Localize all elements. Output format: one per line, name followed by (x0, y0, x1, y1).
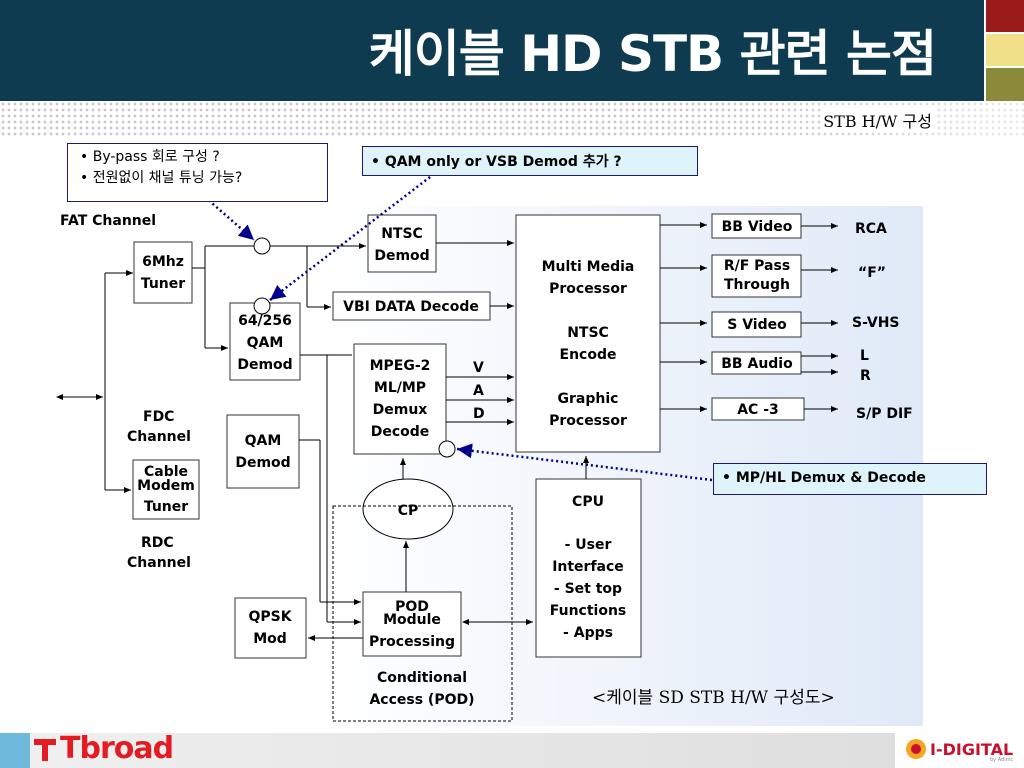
fdc-channel-label: FDC (143, 409, 174, 425)
title-bar (0, 0, 984, 101)
svg-text:BB Video: BB Video (722, 219, 793, 235)
svg-text:64/256: 64/256 (238, 313, 292, 329)
rca-port-label: RCA (855, 221, 887, 237)
svg-text:Processor: Processor (549, 413, 627, 429)
bb-audio-box (711, 351, 802, 375)
svg-text:Interface: Interface (552, 559, 624, 575)
diagram-caption: <케이블 SD STB H/W 구성도> (592, 688, 835, 708)
rf-pass-through-box (711, 254, 802, 298)
svg-text:Module: Module (383, 612, 441, 628)
svg-text:Through: Through (724, 277, 790, 293)
qam-demod-64-256-box (229, 302, 301, 381)
svg-text:Processing: Processing (369, 634, 455, 650)
r-port-label: R (860, 368, 871, 384)
tbroad-logo: Tbroad (60, 731, 174, 766)
tuner-6mhz-box (133, 241, 193, 304)
svg-text:NTSC: NTSC (567, 325, 609, 341)
idigital-mark-icon (906, 739, 926, 759)
svg-text:Demux: Demux (373, 402, 428, 418)
svg-text:Access (POD): Access (POD) (369, 692, 474, 708)
svg-text:VBI DATA Decode: VBI DATA Decode (343, 299, 479, 315)
bypass-note: • By-pass 회로 구성 ? • 전원없이 채널 튜닝 가능? (67, 143, 328, 202)
pod-module-box (362, 591, 462, 657)
svg-text:CP: CP (398, 503, 419, 519)
bb-video-box (711, 213, 802, 239)
fat-channel-label: FAT Channel (60, 213, 156, 229)
ntsc-demod-box (367, 214, 437, 273)
svg-text:BB Audio: BB Audio (721, 356, 793, 372)
spdif-port-label: S/P DIF (856, 406, 913, 422)
svg-text:Graphic: Graphic (558, 391, 619, 407)
conditional-access-area (332, 505, 513, 722)
footer-stripe (0, 733, 30, 768)
svg-text:Demod: Demod (374, 248, 429, 264)
svg-text:AC -3: AC -3 (737, 402, 779, 418)
mpeg2-decode-box (353, 343, 447, 455)
svg-text:Demod: Demod (235, 455, 290, 471)
svg-text:QPSK: QPSK (248, 609, 292, 625)
page-title: 케이블 HD STB 관련 논점 (368, 25, 937, 83)
svg-text:MPEG-2: MPEG-2 (370, 358, 431, 374)
svg-text:- Set top: - Set top (554, 581, 622, 597)
s-video-box (711, 311, 802, 338)
svg-text:R/F Pass: R/F Pass (724, 258, 790, 274)
svg-text:- User: - User (565, 537, 612, 553)
bypass-junction (253, 237, 271, 255)
tbroad-mark-icon (34, 739, 56, 761)
svg-text:NTSC: NTSC (381, 226, 423, 242)
idigital-logo-sub: by Adimc (990, 757, 1014, 763)
svg-text:Tuner: Tuner (144, 499, 188, 515)
svg-text:D: D (473, 406, 485, 422)
multimedia-processor-box (515, 214, 661, 453)
qam-pointer (269, 176, 431, 301)
svg-text:QAM: QAM (245, 433, 282, 449)
qam-demod-box (226, 414, 300, 489)
cable-modem-tuner-box (132, 459, 200, 520)
svg-text:Functions: Functions (550, 603, 627, 619)
mphl-pointer (456, 443, 713, 482)
svg-text:- Apps: - Apps (563, 625, 613, 641)
bypass-pointer (204, 196, 255, 241)
svg-text:Demod: Demod (237, 357, 292, 373)
f-port-label: “F” (858, 265, 886, 281)
footer-bar (0, 733, 1024, 768)
svg-text:QAM: QAM (247, 335, 284, 351)
svhs-port-label: S-VHS (852, 315, 900, 331)
cp-ellipse (362, 478, 454, 540)
svg-text:Channel: Channel (127, 555, 191, 571)
svg-text:A: A (473, 383, 484, 399)
qpsk-mod-box (234, 597, 307, 659)
accent-square-red (986, 0, 1024, 32)
svg-text:Channel: Channel (127, 429, 191, 445)
mphl-note: • MP/HL Demux & Decode (713, 463, 987, 495)
svg-text:6Mhz: 6Mhz (142, 254, 184, 270)
svg-text:Mod: Mod (253, 631, 287, 647)
qam-note: • QAM only or VSB Demod 추가 ? (362, 146, 698, 176)
svg-text:Cable: Cable (144, 464, 188, 480)
mpeg-junction (438, 440, 456, 458)
l-port-label: L (860, 348, 869, 364)
svg-text:Decode: Decode (371, 424, 430, 440)
rdc-channel-label: RDC (141, 535, 174, 551)
svg-text:CPU: CPU (572, 494, 604, 510)
svg-text:ML/MP: ML/MP (374, 380, 426, 396)
svg-text:Tuner: Tuner (141, 276, 185, 292)
svg-text:S Video: S Video (727, 317, 787, 333)
svg-text:Conditional: Conditional (377, 670, 467, 686)
accent-square-yellow (986, 34, 1024, 66)
vbi-data-decode-box (332, 291, 491, 321)
idigital-logo: I-DIGITAL (930, 740, 1014, 759)
svg-text:Processor: Processor (549, 281, 627, 297)
qam-junction (253, 297, 271, 315)
subtitle: STB H/W 구성 (821, 108, 934, 132)
cpu-box (535, 478, 642, 658)
svg-text:Modem: Modem (137, 478, 195, 494)
svg-text:Multi Media: Multi Media (542, 259, 635, 275)
svg-text:V: V (473, 360, 484, 376)
svg-text:Encode: Encode (560, 347, 617, 363)
svg-text:POD: POD (395, 599, 429, 615)
accent-square-olive (986, 68, 1024, 101)
